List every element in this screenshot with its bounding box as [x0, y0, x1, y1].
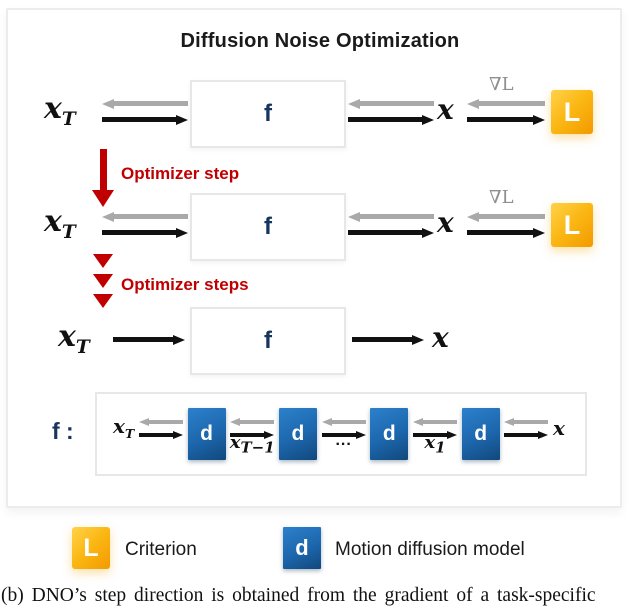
arrow-right-black-icon — [467, 227, 545, 238]
arrow-left-gray-icon — [321, 417, 366, 426]
bidirectional-arrow-icon — [467, 98, 545, 125]
legend-criterion-box: L — [72, 527, 110, 569]
arrow-right-black-icon — [113, 334, 185, 345]
legend-criterion-label: Criterion — [125, 539, 197, 560]
arrow-right-black-icon — [102, 227, 188, 238]
f-expansion-box: xT d xT−1 d ... d x1 d x — [95, 392, 587, 476]
arrow-right-black-icon — [321, 430, 366, 439]
diffusion-model-box: d — [187, 408, 226, 460]
optimizer-step-label: Optimizer step — [121, 164, 240, 183]
arrow-right-black-icon — [348, 227, 434, 238]
arrow-right-black-icon — [230, 430, 275, 439]
legend-model-label: Motion diffusion model — [335, 539, 525, 560]
optimizer-steps-triangle-icon — [93, 274, 113, 288]
gradient-label-row1: ∇L — [489, 74, 514, 95]
xT-symbol-row2: xT — [44, 204, 76, 243]
arrow-left-gray-icon — [230, 417, 275, 426]
x-symbol-row1: x — [437, 93, 454, 126]
optimizer-steps-triangle-icon — [93, 254, 113, 268]
criterion-box-row1: L — [551, 90, 593, 134]
arrow-right-black-icon — [504, 430, 549, 439]
xT-symbol-chain: xT — [113, 413, 135, 441]
legend-model-box: d — [283, 527, 321, 569]
bidirectional-arrow-icon — [138, 417, 183, 439]
arrow-left-gray-icon — [348, 211, 434, 222]
xTm1-symbol-chain: xT−1 — [229, 432, 275, 457]
bidirectional-arrow-icon — [504, 417, 549, 439]
arrow-left-gray-icon — [467, 98, 545, 109]
bidirectional-arrow-icon: xT−1 — [230, 417, 275, 457]
x-symbol-row3: x — [432, 321, 449, 354]
optimizer-steps-triangle-icon — [93, 294, 113, 308]
diffusion-model-box: d — [370, 408, 409, 460]
arrow-right-black-icon — [467, 114, 545, 125]
figure-caption: (b) DNO’s step direction is obtained fro… — [1, 585, 596, 606]
arrow-right-black-icon — [102, 114, 188, 125]
arrow-left-gray-icon — [504, 417, 549, 426]
bidirectional-arrow-icon: ... — [321, 417, 366, 449]
bidirectional-arrow-icon — [467, 211, 545, 238]
diagram-title: Diffusion Noise Optimization — [180, 30, 460, 52]
ellipsis-label: ... — [335, 432, 352, 449]
arrow-left-gray-icon — [467, 211, 545, 222]
optimizer-steps-label: Optimizer steps — [121, 275, 249, 294]
diffusion-model-box: d — [278, 408, 317, 460]
f-box-row2: f — [190, 193, 346, 261]
arrow-right-black-icon — [412, 430, 457, 439]
bidirectional-arrow-icon — [348, 98, 434, 125]
f-box-row3: f — [190, 307, 346, 375]
diffusion-model-box: d — [461, 408, 500, 460]
arrow-left-gray-icon — [102, 211, 188, 222]
arrow-left-gray-icon — [102, 98, 188, 109]
arrow-right-black-icon — [138, 430, 183, 439]
arrow-right-black-icon — [348, 114, 434, 125]
arrow-right-black-icon — [352, 334, 424, 345]
x-symbol-chain: x — [553, 416, 565, 440]
arrow-left-gray-icon — [412, 417, 457, 426]
gradient-label-row2: ∇L — [489, 187, 514, 208]
bidirectional-arrow-icon — [348, 211, 434, 238]
arrow-left-gray-icon — [348, 98, 434, 109]
xT-symbol-row3: xT — [58, 319, 90, 358]
f-box-row1: f — [190, 80, 346, 148]
x-symbol-row2: x — [437, 206, 454, 239]
bidirectional-arrow-icon — [102, 211, 188, 238]
xT-symbol-row1: xT — [44, 91, 76, 130]
bidirectional-arrow-icon: x1 — [412, 417, 457, 457]
optimizer-step-arrowhead-icon — [92, 190, 114, 207]
f-expansion-prefix: f : — [52, 418, 74, 444]
x1-symbol-chain: x1 — [424, 432, 446, 457]
criterion-box-row2: L — [551, 203, 593, 247]
arrow-left-gray-icon — [138, 417, 183, 426]
bidirectional-arrow-icon — [102, 98, 188, 125]
optimizer-step-arrow-icon — [100, 149, 107, 191]
